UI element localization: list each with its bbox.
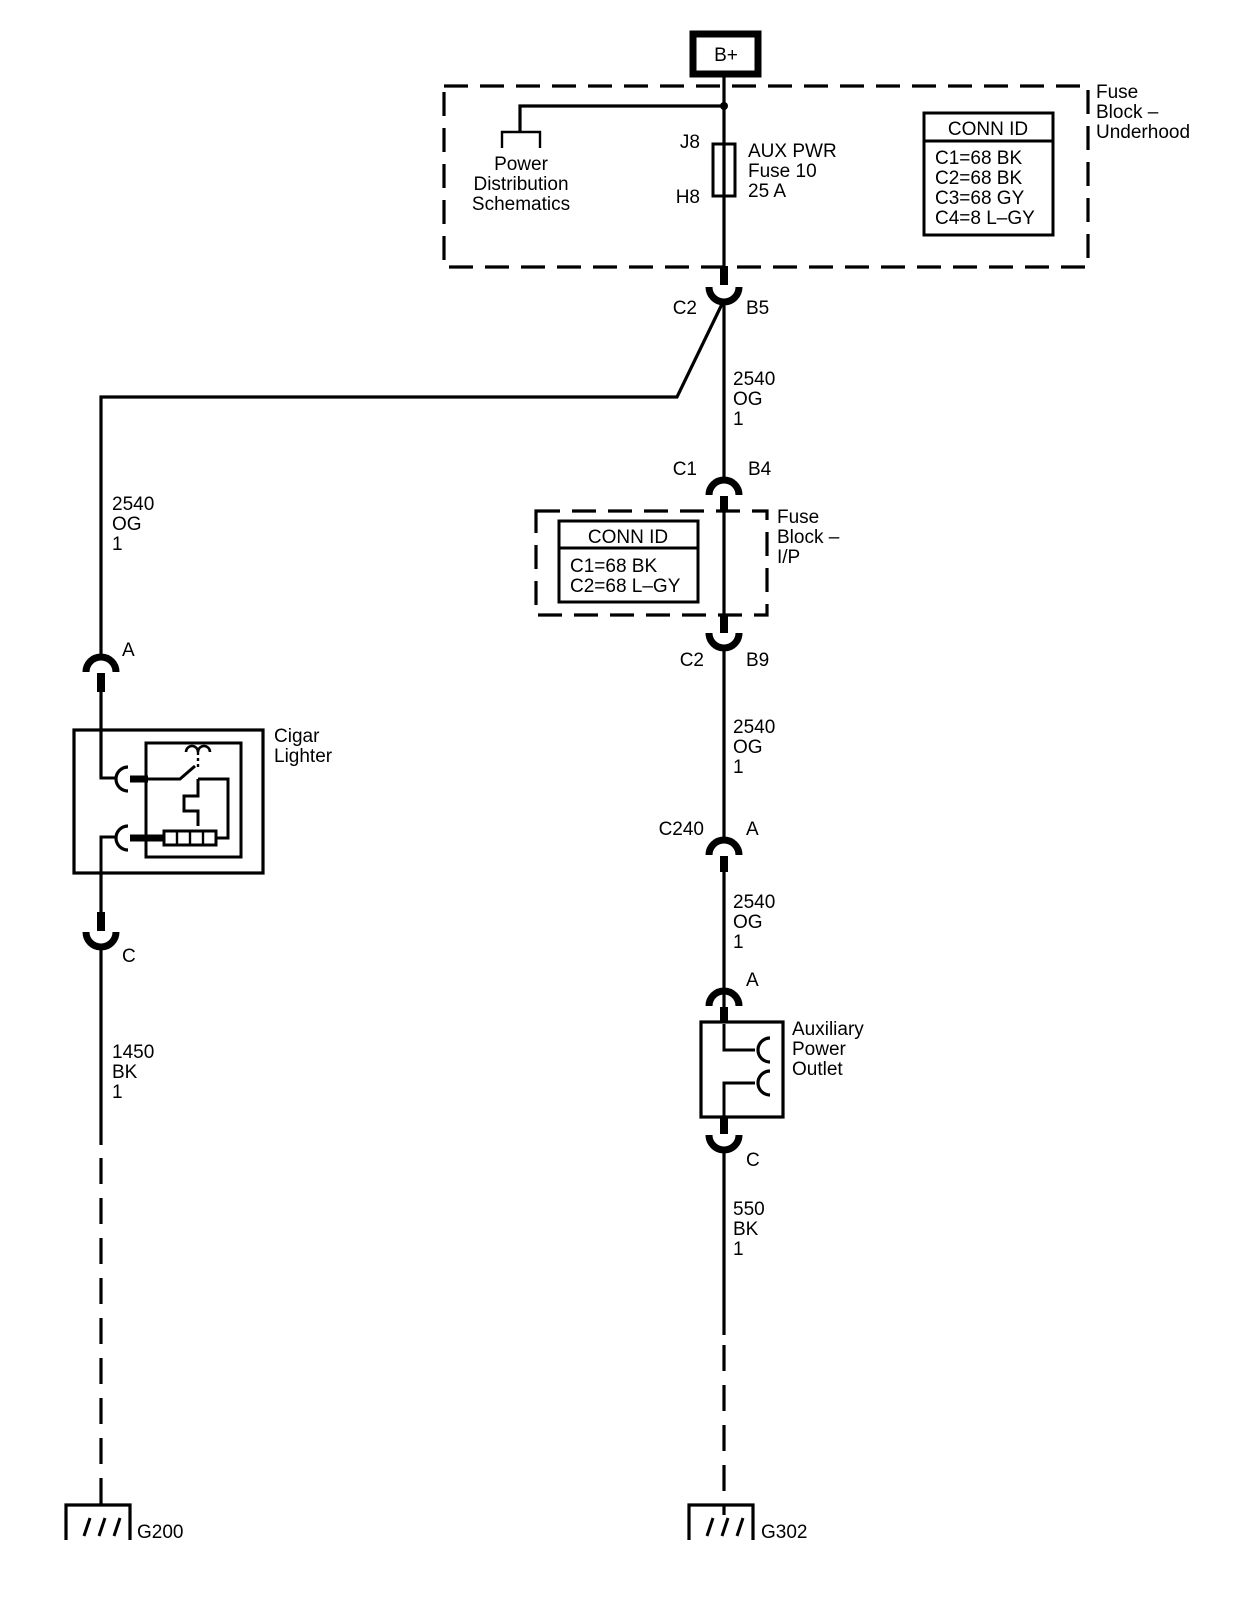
left-ground-wire-color: BK: [112, 1062, 138, 1083]
right-wire1-size: 1: [733, 409, 744, 430]
connector-b4-label: B4: [748, 459, 772, 480]
left-ground-wire-size: 1: [112, 1082, 123, 1103]
left-feed-wire: [99, 301, 725, 658]
right-wire3-circuit: 2540: [733, 892, 775, 913]
left-wire1-circuit: 2540: [112, 494, 154, 515]
fuse-block-ip-title-2: Block –: [777, 527, 840, 548]
conn-id-underhood-title: CONN ID: [948, 119, 1028, 140]
outlet-pin-a: A: [746, 970, 759, 991]
fuse-label-3: 25 A: [748, 181, 786, 202]
conn-id-underhood: CONN ID C1=68 BK C2=68 BK C3=68 GY C4=8 …: [922, 111, 1055, 237]
conn-id-ip-c2: C2=68 L–GY: [570, 576, 681, 597]
conn-id-underhood-c1: C1=68 BK: [935, 148, 1022, 169]
lighter-pin-c: C: [122, 946, 136, 967]
fuse-block-ip: Fuse Block – I/P CONN ID C1=68 BK C2=68 …: [534, 507, 840, 617]
right-ground-wire-color: BK: [733, 1219, 759, 1240]
conn-id-ip-title: CONN ID: [588, 527, 668, 548]
fuse-block-underhood-title-2: Block –: [1096, 102, 1159, 123]
left-wire1-size: 1: [112, 534, 123, 555]
connector-c2-label: C2: [673, 298, 697, 319]
right-wire3-color: OG: [733, 912, 763, 933]
fuse-block-underhood: Fuse Block – Underhood Power Distributio…: [442, 74, 1190, 269]
right-wire3-size: 1: [733, 932, 744, 953]
connector-c1-label: C1: [673, 459, 697, 480]
right-wire2-size: 1: [733, 757, 744, 778]
fuse-label-1: AUX PWR: [748, 141, 837, 162]
ground-g302-symbol: G302: [687, 1503, 807, 1543]
left-ground-wire-circuit: 1450: [112, 1042, 154, 1063]
conn-id-underhood-c4: C4=8 L–GY: [935, 208, 1035, 229]
ground-g200-symbol: G200: [64, 1503, 183, 1543]
conn-id-underhood-c2: C2=68 BK: [935, 168, 1022, 189]
conn-id-ip: CONN ID C1=68 BK C2=68 L–GY: [557, 519, 700, 604]
fuse-block-underhood-title-1: Fuse: [1096, 82, 1138, 103]
connector-c2-b9: C2 B9: [680, 615, 769, 671]
connector-c1-b4: C1 B4: [673, 459, 772, 512]
fuse-pin-j8: J8: [680, 132, 700, 153]
lighter-label-1: Cigar: [274, 726, 320, 747]
fuse-block-ip-title-1: Fuse: [777, 507, 819, 528]
fuse-block-ip-title-3: I/P: [777, 547, 800, 568]
aux-pwr-fuse: J8 H8 AUX PWR Fuse 10 25 A: [676, 132, 837, 268]
power-distribution-line-2: Distribution: [473, 174, 568, 195]
battery-positive-terminal: B+: [689, 30, 762, 78]
lighter-pin-a: A: [122, 640, 135, 661]
ground-g302-label: G302: [761, 1522, 807, 1543]
connector-c240-pin: A: [746, 819, 759, 840]
connector-c2-ip-label: C2: [680, 650, 704, 671]
conn-id-underhood-c3: C3=68 GY: [935, 188, 1025, 209]
outlet-pin-c: C: [746, 1150, 760, 1171]
connector-b9-label: B9: [746, 650, 769, 671]
right-ground-wire-circuit: 550: [733, 1199, 765, 1220]
outlet-label-1: Auxiliary: [792, 1019, 864, 1040]
right-wire1-color: OG: [733, 389, 763, 410]
conn-id-ip-c1: C1=68 BK: [570, 556, 657, 577]
connector-c2-b5: C2 B5: [673, 266, 769, 319]
ground-g200-label: G200: [137, 1522, 183, 1543]
fuse-label-2: Fuse 10: [748, 161, 817, 182]
lighter-label-2: Lighter: [274, 746, 333, 767]
right-wire2-color: OG: [733, 737, 763, 758]
fuse-pin-h8: H8: [676, 187, 700, 208]
left-wire1-color: OG: [112, 514, 142, 535]
right-wire2-circuit: 2540: [733, 717, 775, 738]
outlet-label-2: Power: [792, 1039, 847, 1060]
outlet-label-3: Outlet: [792, 1059, 843, 1080]
cigar-lighter: A Cigar Lighter C: [72, 640, 333, 967]
power-distribution-line-1: Power: [494, 154, 549, 175]
connector-c240-label: C240: [659, 819, 704, 840]
connector-c240: C240 A: [659, 819, 759, 872]
fuse-block-underhood-title-3: Underhood: [1096, 122, 1190, 143]
connector-b5-label: B5: [746, 298, 769, 319]
power-distribution-line-3: Schematics: [472, 194, 570, 215]
battery-positive-label: B+: [714, 45, 738, 66]
auxiliary-power-outlet: A Auxiliary Power Outlet C: [699, 970, 864, 1171]
right-wire1-circuit: 2540: [733, 369, 775, 390]
right-ground-wire-size: 1: [733, 1239, 744, 1260]
